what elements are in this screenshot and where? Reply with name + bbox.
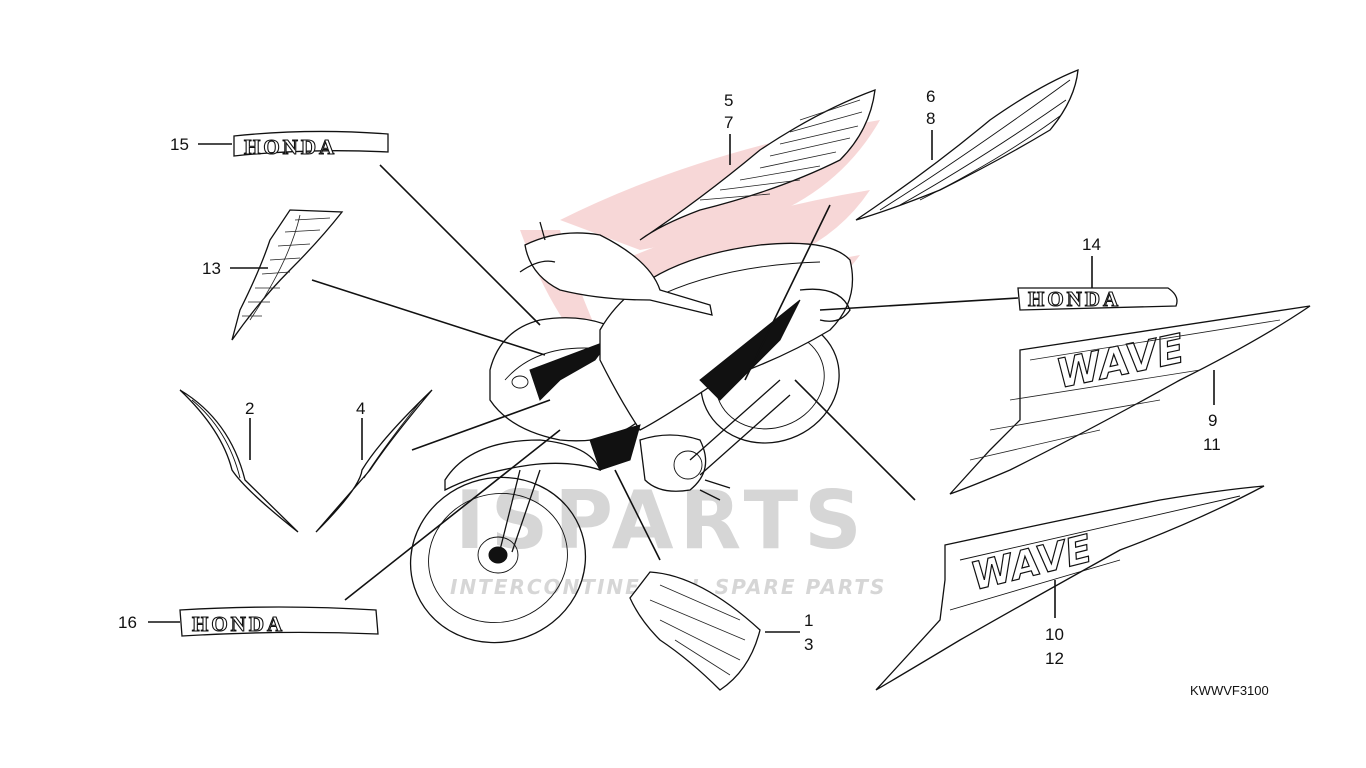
callout-15[interactable]: 15 [170,135,189,154]
callout-2[interactable]: 2 [245,399,254,418]
callout-10[interactable]: 10 [1045,625,1064,644]
part-10-lower-decal[interactable]: WAVE [875,485,1265,691]
callout-3[interactable]: 3 [804,635,813,654]
part-1-lower-cowl-decal[interactable] [629,571,761,691]
callout-5[interactable]: 5 [724,91,733,110]
callout-16[interactable]: 16 [118,613,137,632]
callout-6[interactable]: 6 [926,87,935,106]
honda-emblem-text-14: HONDA [1028,287,1121,311]
honda-emblem-text: HONDA [244,135,337,159]
honda-emblem-text-16: HONDA [192,612,285,636]
part-5-body-stripe[interactable] [639,89,876,241]
callout-9[interactable]: 9 [1208,411,1217,430]
part-2-pin-stripe[interactable] [179,389,299,533]
part-16-honda-emblem[interactable]: HONDA [179,606,379,637]
callout-4[interactable]: 4 [356,399,365,418]
callout-11[interactable]: 11 [1203,435,1221,454]
callout-8[interactable]: 8 [926,109,935,128]
part-9-side-decal[interactable]: WAVE [949,305,1311,495]
part-15-honda-emblem[interactable]: HONDA [233,130,389,160]
front-wheel [409,476,587,644]
callout-1[interactable]: 1 [804,611,813,630]
part-4-pin-stripe[interactable] [315,389,433,533]
part-13-cowl-stripe[interactable] [231,209,344,341]
callout-14[interactable]: 14 [1082,235,1101,254]
leader-lines [148,130,1215,633]
callout-12[interactable]: 12 [1045,649,1064,668]
part-6-rear-stripe[interactable] [855,69,1079,221]
callout-7[interactable]: 7 [724,113,733,132]
watermark-brand: ISPARTS [455,474,868,567]
callout-13[interactable]: 13 [202,259,221,278]
callout-numbers: 15 13 2 4 16 5 7 6 8 14 9 11 10 12 1 3 [118,87,1221,668]
drawing-code: KWWVF3100 [1190,683,1269,698]
part-14-honda-emblem[interactable]: HONDA [1017,286,1178,312]
